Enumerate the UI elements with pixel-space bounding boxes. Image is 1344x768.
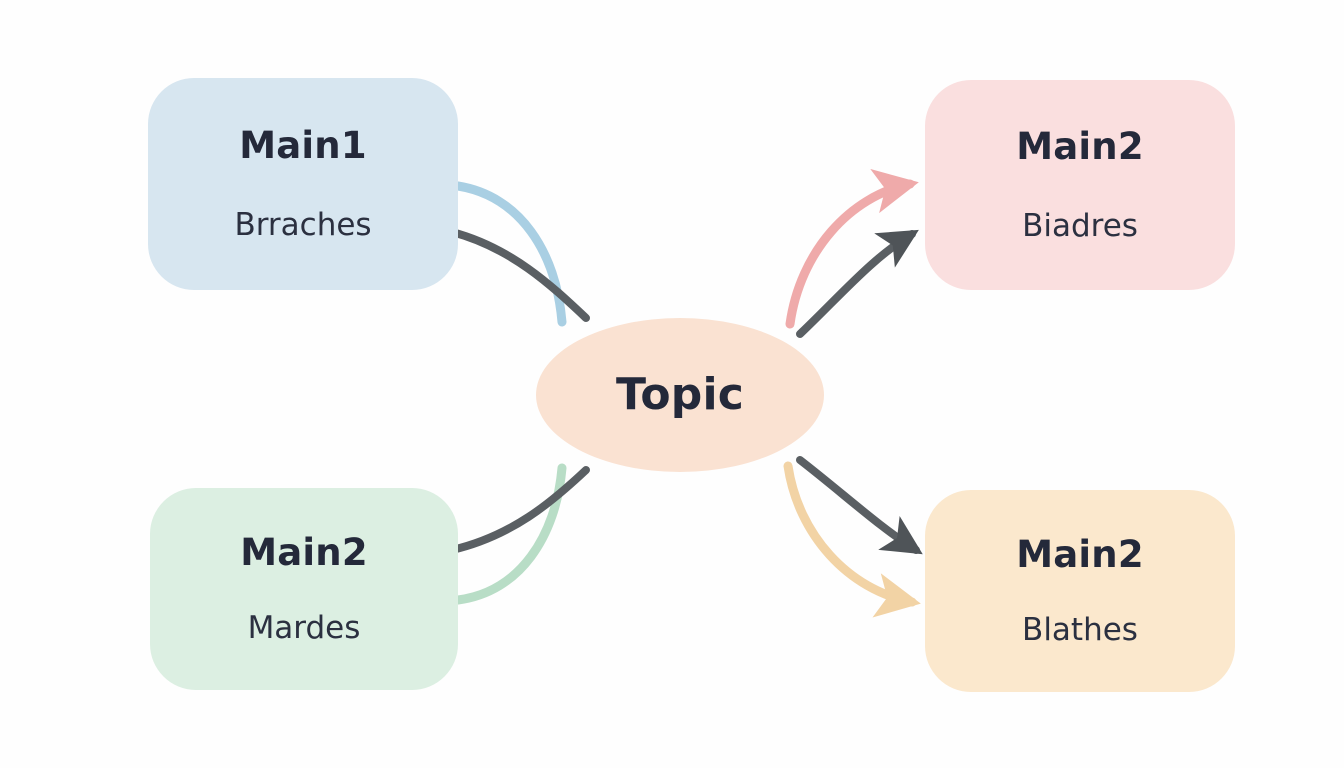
node-main2-bottomright-subtitle: Blathes (1022, 612, 1138, 648)
edge-main2-top-gray (796, 229, 919, 338)
node-main1[interactable]: Main1 Brraches (148, 78, 458, 290)
edge-main2-top-color (785, 169, 919, 329)
node-main2-bottomright[interactable]: Main2 Blathes (925, 490, 1235, 692)
node-main2-top-subtitle: Biadres (1022, 208, 1138, 244)
node-main1-title: Main1 (239, 124, 367, 167)
node-main2-bottomleft-subtitle: Mardes (247, 610, 361, 646)
edge-main2-bottomright-gray (796, 456, 923, 555)
node-main2-bottomright-title: Main2 (1016, 533, 1144, 576)
edge-main2-bottomright-color (783, 461, 921, 618)
node-main2-top-title: Main2 (1016, 125, 1144, 168)
edge-main2-bottomleft-color (453, 463, 567, 605)
node-main2-top[interactable]: Main2 Biadres (925, 80, 1235, 290)
edge-main2-bottomleft-gray (448, 466, 590, 554)
node-main2-bottomleft[interactable]: Main2 Mardes (150, 488, 458, 690)
node-main2-bottomleft-title: Main2 (240, 531, 368, 574)
node-main1-subtitle: Brraches (234, 207, 372, 243)
node-topic-center[interactable]: Topic (536, 318, 824, 472)
node-topic-label: Topic (615, 369, 745, 420)
edge-main1-gray (448, 228, 590, 322)
